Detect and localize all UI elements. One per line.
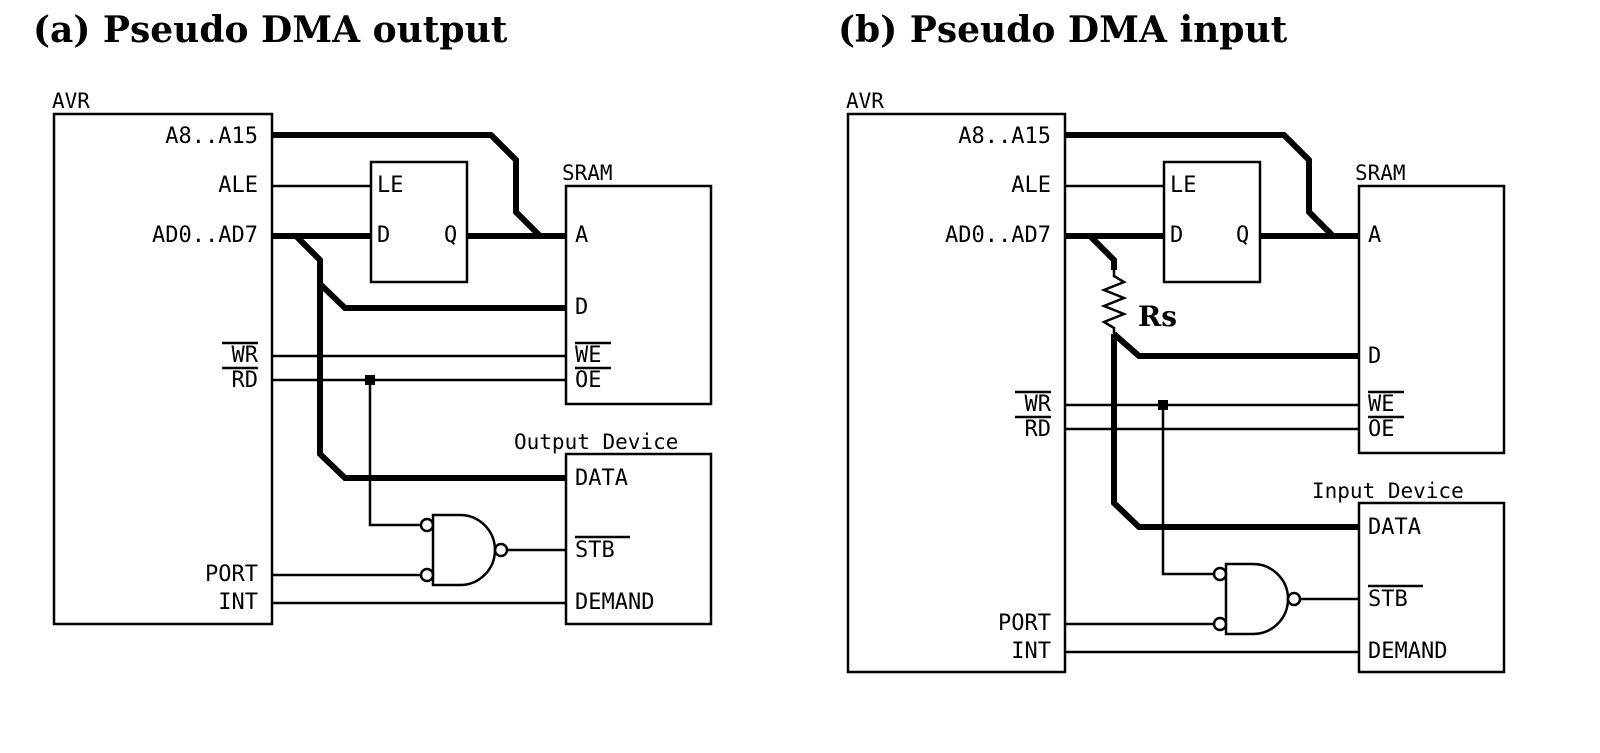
pin-int: INT <box>218 590 258 615</box>
bus-rs-to-device <box>1111 334 1359 530</box>
sram-a-label: A <box>575 223 588 248</box>
nand-gate <box>1224 562 1290 636</box>
sram-label: SRAM <box>1355 161 1406 185</box>
sram-oe-label: OE <box>575 368 602 393</box>
pin-port: PORT <box>998 611 1051 636</box>
resistor-rs <box>1100 270 1128 334</box>
bus-ad-to-sram-d <box>293 233 566 311</box>
panel-a-title: (a) Pseudo DMA output <box>33 9 508 51</box>
output-bubble <box>493 542 509 558</box>
avr-block <box>52 112 274 626</box>
pin-ad0-ad7: AD0..AD7 <box>945 223 1051 248</box>
pin-ale: ALE <box>218 173 258 198</box>
sram-we-label: WE <box>575 343 602 368</box>
avr-label: AVR <box>846 89 884 113</box>
pin-wr: WR <box>232 343 259 368</box>
pin-ale: ALE <box>1011 173 1051 198</box>
avr-block <box>846 112 1067 674</box>
device-demand-label: DEMAND <box>575 590 654 615</box>
latch-q-label: Q <box>1236 223 1249 248</box>
resistor-label: Rs <box>1138 300 1177 333</box>
device-block <box>564 452 713 626</box>
pin-int: INT <box>1011 639 1051 664</box>
latch-le-label: LE <box>1170 173 1197 198</box>
pin-port: PORT <box>205 562 258 587</box>
device-stb-label: STB <box>575 538 615 563</box>
device-label: Input Device <box>1312 479 1464 503</box>
input-bubble <box>1212 566 1228 582</box>
sram-block <box>564 184 713 406</box>
pin-wr: WR <box>1025 392 1052 417</box>
latch-q-label: Q <box>444 223 457 248</box>
device-stb-label: STB <box>1368 587 1408 612</box>
pin-a8-a15: A8..A15 <box>958 124 1051 149</box>
latch-d-label: D <box>377 223 390 248</box>
sram-we-label: WE <box>1368 392 1395 417</box>
input-bubble <box>419 517 435 533</box>
bus-ad-to-device <box>317 284 566 481</box>
pin-rd: RD <box>232 368 259 393</box>
latch-le-label: LE <box>377 173 404 198</box>
avr-label: AVR <box>52 89 90 113</box>
wire-wr-to-gate <box>1161 405 1214 576</box>
device-data-label: DATA <box>1368 515 1421 540</box>
pin-rd: RD <box>1025 417 1052 442</box>
sram-a-label: A <box>1368 223 1381 248</box>
bus-rs-to-sram-d <box>1112 331 1359 359</box>
panel-b: (b) Pseudo DMA input AVR A8..A15 ALE AD0… <box>838 9 1506 674</box>
latch-block <box>1162 160 1262 284</box>
output-bubble <box>1286 591 1302 607</box>
sram-label: SRAM <box>562 161 613 185</box>
latch-d-label: D <box>1170 223 1183 248</box>
device-demand-label: DEMAND <box>1368 639 1447 664</box>
panel-a: (a) Pseudo DMA output AVR A8..A15 ALE AD… <box>33 9 713 626</box>
pin-ad0-ad7: AD0..AD7 <box>152 223 258 248</box>
input-bubble <box>1212 616 1228 632</box>
sram-d-label: D <box>575 295 588 320</box>
sram-oe-label: OE <box>1368 417 1395 442</box>
nand-gate <box>431 513 497 587</box>
device-block <box>1357 501 1506 674</box>
device-label: Output Device <box>514 430 678 454</box>
bus-ad-to-resistor <box>1087 233 1117 270</box>
pin-a8-a15: A8..A15 <box>165 124 258 149</box>
panel-b-title: (b) Pseudo DMA input <box>838 9 1288 51</box>
sram-d-label: D <box>1368 344 1381 369</box>
sram-block <box>1357 184 1506 455</box>
input-bubble <box>419 567 435 583</box>
latch-block <box>369 160 469 284</box>
device-data-label: DATA <box>575 466 628 491</box>
wire-rd-to-gate <box>368 380 421 527</box>
